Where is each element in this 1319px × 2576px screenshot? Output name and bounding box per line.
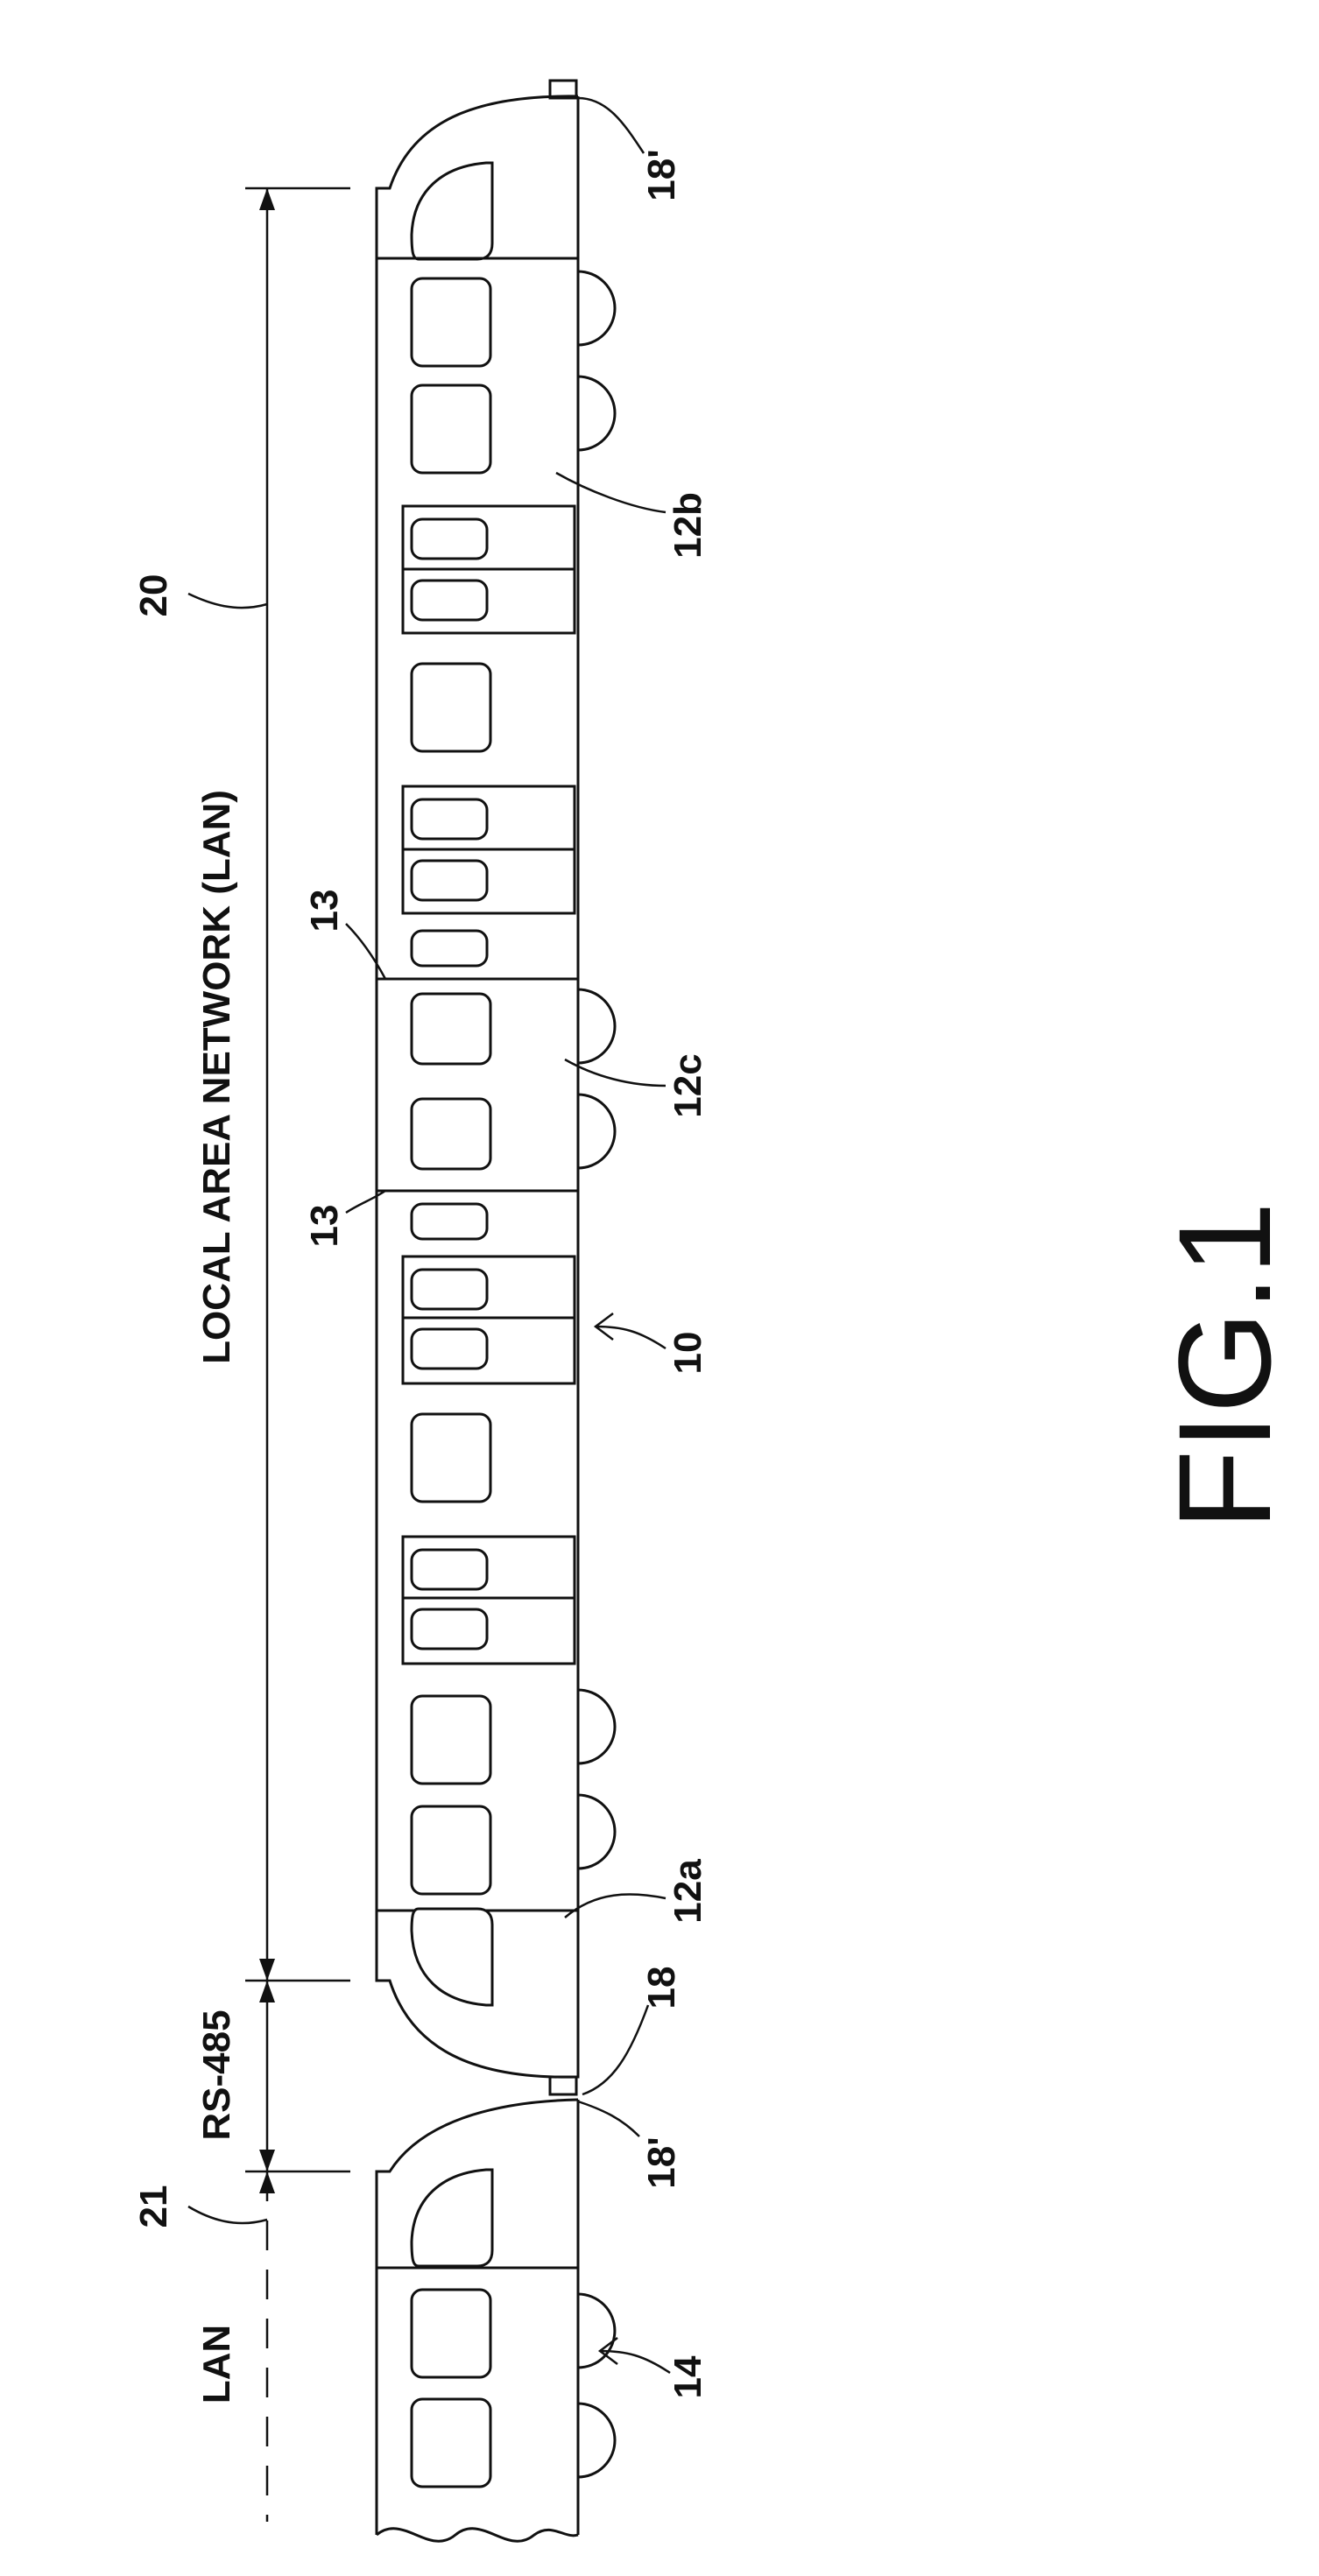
ref-18-prime-top: 18' <box>640 149 683 201</box>
car-window <box>412 2399 490 2487</box>
figure-caption: FIG.1 <box>1151 1201 1298 1530</box>
lan-span-label: LOCAL AREA NETWORK (LAN) <box>195 790 238 1364</box>
car-window <box>412 994 490 1064</box>
dimension-lines <box>245 188 350 2522</box>
small-window <box>412 931 487 966</box>
rs485-label: RS-485 <box>195 2009 238 2140</box>
ref-21: 21 <box>132 2185 175 2228</box>
ref-10: 10 <box>667 1332 709 1375</box>
door-window <box>412 799 487 839</box>
car-window <box>412 1806 490 1894</box>
car-window <box>412 664 490 751</box>
door-window <box>412 1270 487 1309</box>
ref-18: 18 <box>640 1967 683 2009</box>
ref-20: 20 <box>132 574 175 617</box>
car-window <box>412 385 490 473</box>
car-window <box>412 1099 490 1169</box>
door-window <box>412 519 487 559</box>
car-window <box>412 1696 490 1784</box>
door-window <box>412 1609 487 1649</box>
ref-13-top: 13 <box>303 890 346 933</box>
car-window <box>412 1414 490 1502</box>
car-window <box>412 278 490 366</box>
ref-12c: 12c <box>667 1053 709 1117</box>
lan-label: LAN <box>195 2325 238 2404</box>
ref-14: 14 <box>667 2355 709 2398</box>
loco-cab-window <box>412 2170 492 2266</box>
door-window <box>412 581 487 620</box>
door-window <box>412 861 487 900</box>
train-consist <box>377 81 615 2094</box>
small-window <box>412 1204 487 1239</box>
door-window <box>412 1550 487 1589</box>
locomotive <box>377 2100 615 2541</box>
door-window <box>412 1329 487 1369</box>
ref-12a: 12a <box>667 1859 709 1924</box>
cab-window-top <box>412 163 492 259</box>
broken-edge <box>377 2529 578 2541</box>
ref-13-bottom: 13 <box>303 1205 346 1248</box>
ref-18-prime-bottom: 18' <box>640 2136 683 2188</box>
coupler-18 <box>550 2077 576 2094</box>
cab-window-bottom <box>412 1909 492 2005</box>
ref-12b: 12b <box>667 492 709 559</box>
labels: LOCAL AREA NETWORK (LAN) RS-485 LAN 20 2… <box>132 149 1298 2404</box>
car-window <box>412 2290 490 2377</box>
